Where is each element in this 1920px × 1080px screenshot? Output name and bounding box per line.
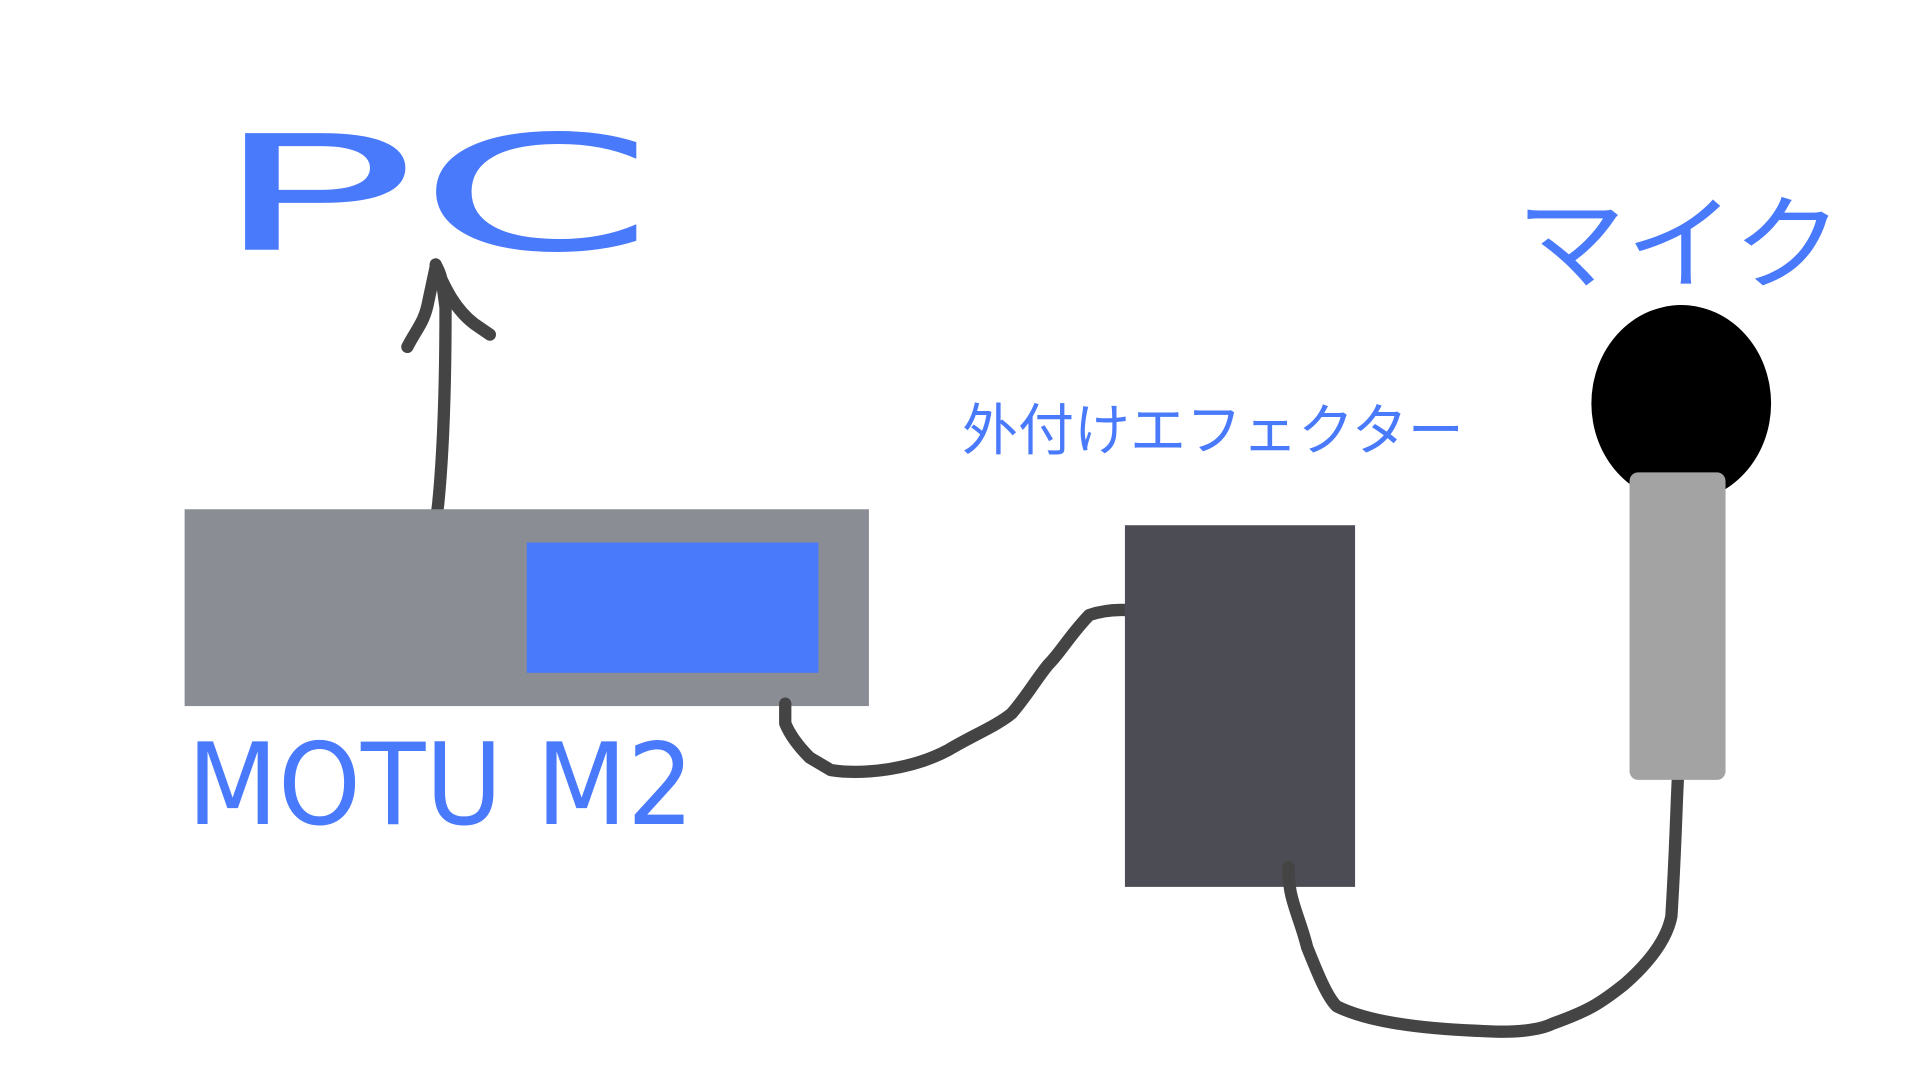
microphone bbox=[1591, 305, 1772, 780]
motu-m2-interface bbox=[184, 509, 869, 707]
mic-handle bbox=[1629, 472, 1726, 780]
cable-effector-to-mic bbox=[1282, 756, 1685, 1038]
pc-label: PC bbox=[212, 102, 655, 288]
external-effector bbox=[1124, 525, 1356, 887]
mic-label: マイク bbox=[1516, 185, 1842, 305]
motu-m2-label: MOTU M2 bbox=[187, 719, 694, 851]
effector-label: 外付けエフェクター bbox=[962, 399, 1464, 464]
mic-head bbox=[1591, 305, 1772, 502]
interface-panel bbox=[526, 542, 819, 673]
